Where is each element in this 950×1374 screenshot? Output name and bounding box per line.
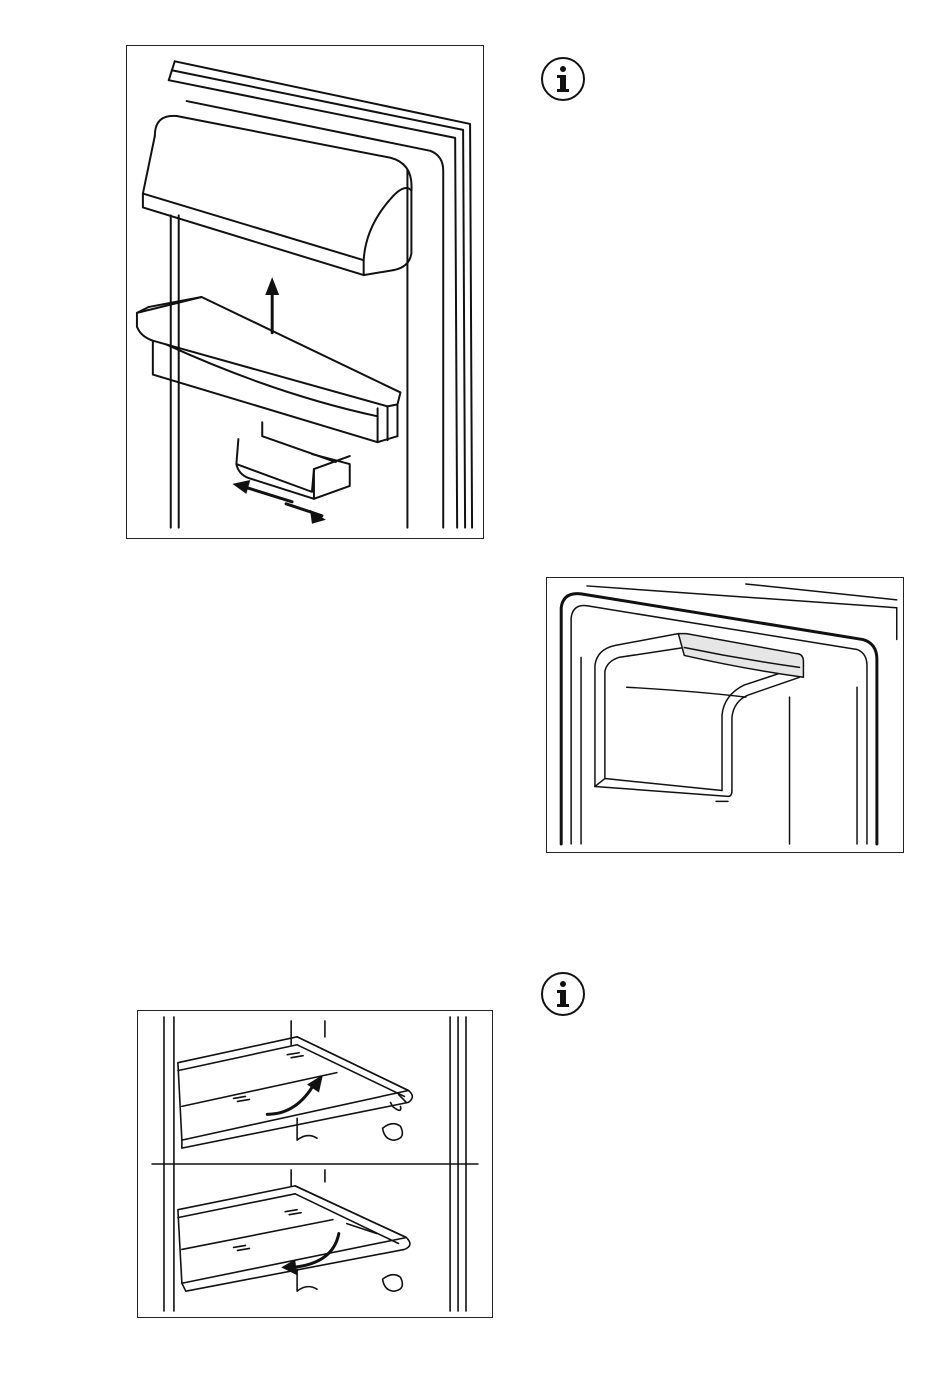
- door-shelf-illustration: [127, 46, 483, 538]
- top-cover-figure: [546, 577, 904, 853]
- top-cover-illustration: [547, 578, 903, 852]
- door-shelf-figure: [126, 45, 484, 539]
- info-icon: [540, 971, 586, 1017]
- glass-shelf-illustration: [138, 1011, 492, 1317]
- glass-shelf-figure: [137, 1010, 493, 1318]
- info-icon: [540, 56, 586, 102]
